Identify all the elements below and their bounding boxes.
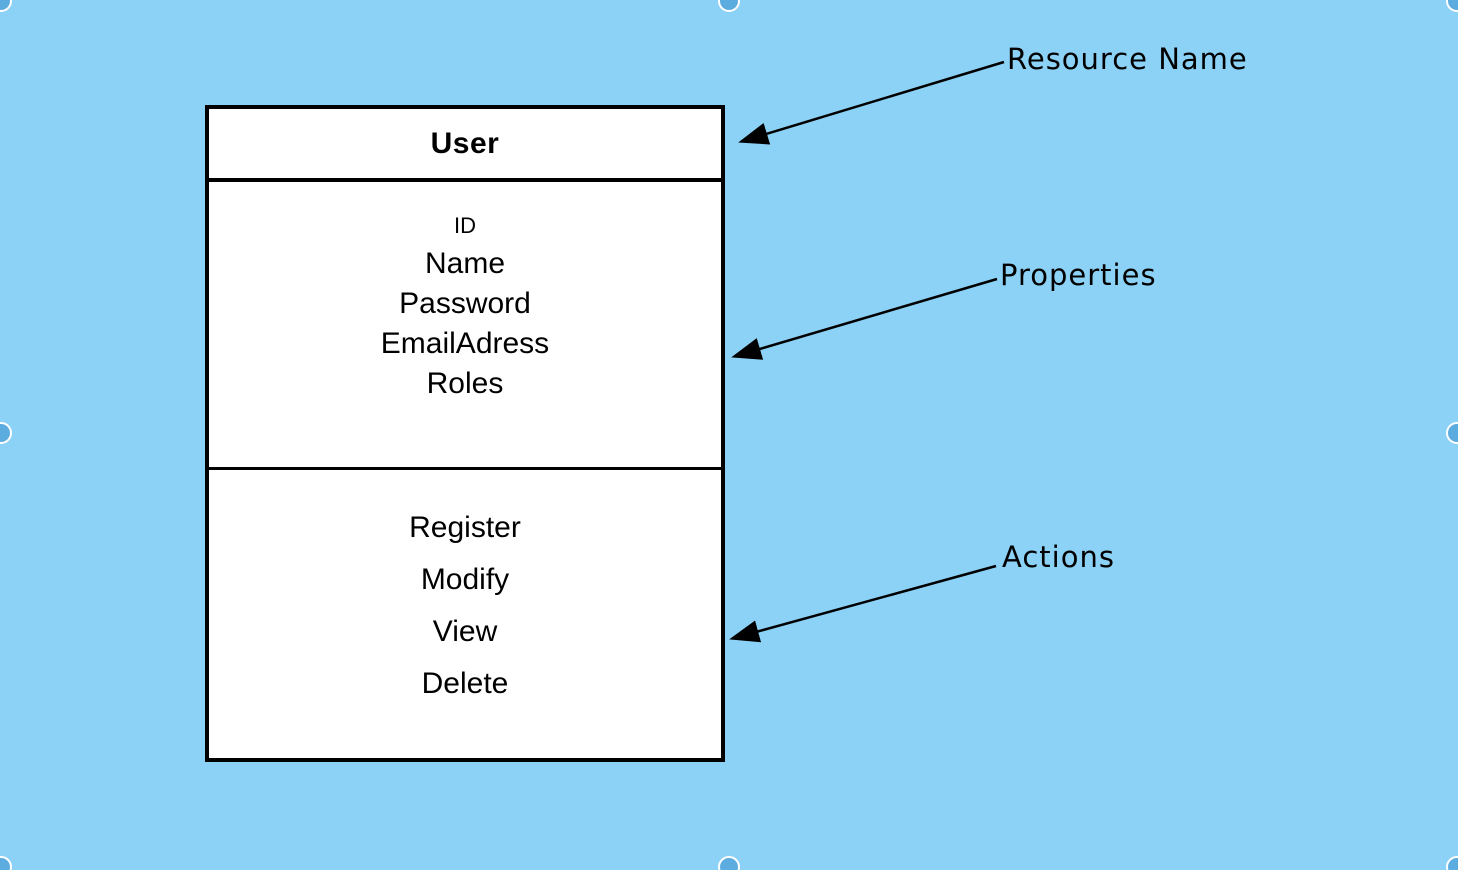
property-item: EmailAdress: [380, 327, 550, 360]
selection-handle-top-center[interactable]: [718, 0, 740, 12]
action-item: Modify: [420, 563, 510, 596]
selection-handle-middle-left[interactable]: [0, 422, 12, 444]
action-item: Register: [409, 511, 521, 544]
action-item: View: [432, 615, 498, 648]
selection-handle-middle-right[interactable]: [1446, 422, 1458, 444]
selection-handle-top-left[interactable]: [0, 0, 12, 12]
resource-name-label[interactable]: Resource Name: [1007, 42, 1248, 76]
resource-name-arrow: [738, 60, 1005, 145]
selection-handle-top-right[interactable]: [1446, 0, 1458, 12]
property-item: Name: [424, 247, 506, 280]
selection-handle-bottom-right[interactable]: [1446, 856, 1458, 870]
properties-arrow: [731, 277, 998, 360]
property-item: ID: [454, 213, 476, 238]
selection-handle-bottom-center[interactable]: [718, 856, 740, 870]
selection-handle-bottom-left[interactable]: [0, 856, 12, 870]
action-item: Delete: [421, 667, 509, 700]
properties-label[interactable]: Properties: [1000, 258, 1157, 292]
actions-arrow: [729, 564, 997, 643]
resource-box-header: User: [209, 109, 721, 182]
property-item: Roles: [426, 367, 504, 400]
property-item: Password: [399, 287, 531, 320]
resource-title: User: [430, 126, 500, 160]
actions-label[interactable]: Actions: [1002, 540, 1115, 574]
